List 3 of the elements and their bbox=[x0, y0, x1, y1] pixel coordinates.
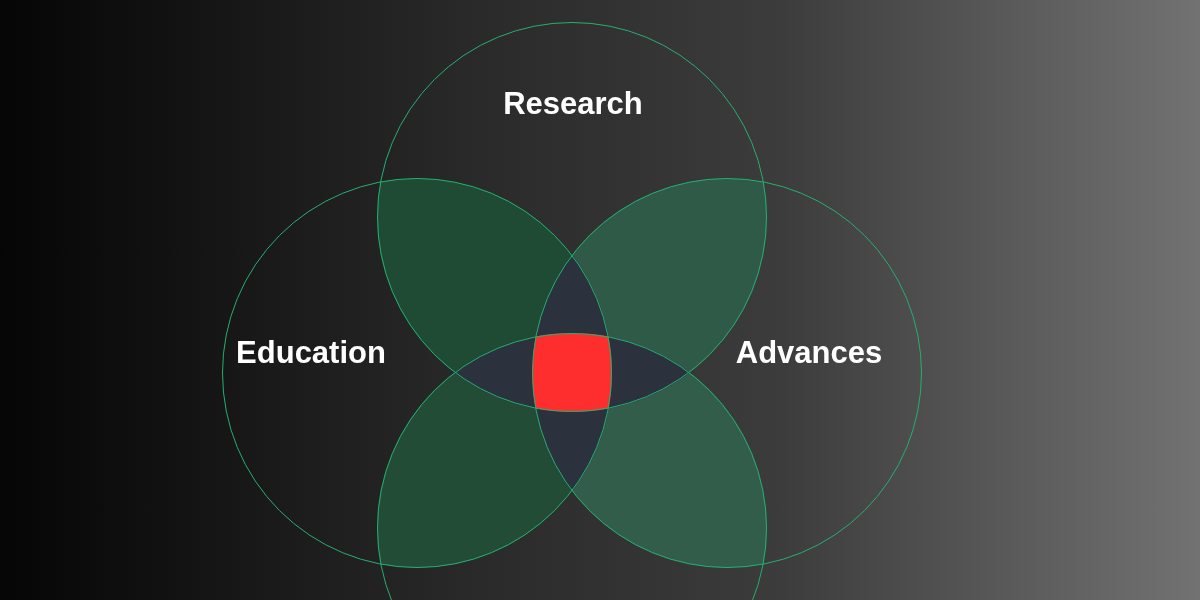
circle-label: Research bbox=[503, 86, 643, 122]
circle-label: Advances bbox=[735, 335, 883, 371]
circle-label: Education bbox=[236, 335, 386, 371]
